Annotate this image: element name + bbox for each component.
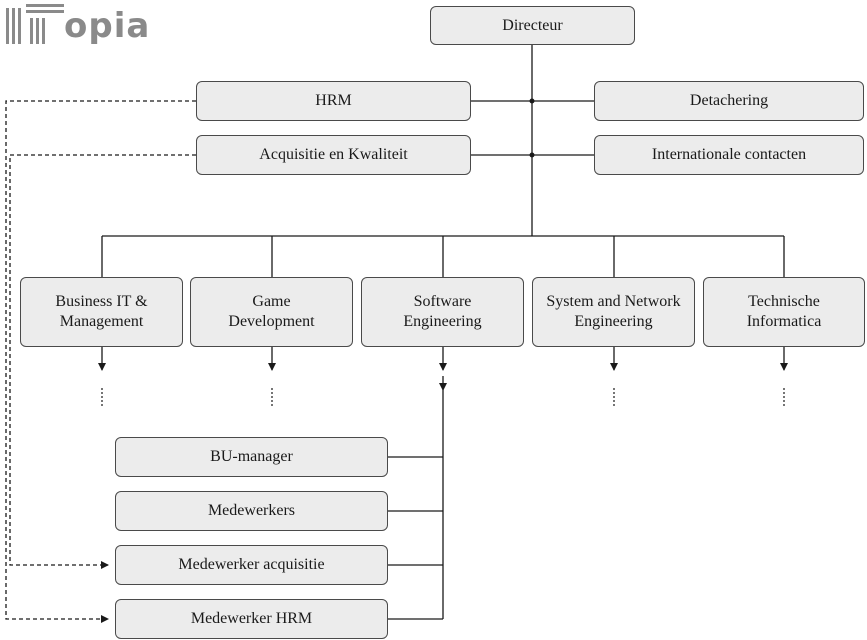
director-box: Directeur: [430, 6, 635, 45]
department-software-engineering: Software Engineering: [361, 277, 524, 347]
topia-logo: opia: [4, 4, 154, 48]
hrm-label: HRM: [315, 92, 352, 109]
role-label: Medewerker acquisitie: [178, 556, 325, 573]
department-label-line1: Software: [413, 293, 472, 310]
internationale-contacten-label: Internationale contacten: [651, 146, 807, 163]
department-business-it: Business IT & Management: [20, 277, 183, 347]
acquisitie-box: Acquisitie en Kwaliteit: [196, 135, 471, 175]
director-label: Directeur: [502, 16, 563, 34]
logo-text: opia: [64, 6, 151, 46]
detachering-label: Detachering: [689, 92, 769, 109]
junction-dot: [529, 152, 535, 158]
role-medewerker-acquisitie: Medewerker acquisitie: [115, 545, 388, 585]
department-label-line2: Management: [59, 313, 144, 330]
hrm-box: HRM: [196, 81, 471, 121]
role-label: Medewerkers: [207, 502, 296, 519]
department-game-development: Game Development: [190, 277, 353, 347]
role-label: Medewerker HRM: [190, 610, 313, 627]
role-label: BU-manager: [210, 448, 293, 465]
department-label-line2: Engineering: [574, 313, 653, 330]
department-label-line2: Engineering: [403, 313, 482, 330]
department-label-line2: Informatica: [746, 313, 822, 330]
role-medewerkers: Medewerkers: [115, 491, 388, 531]
dashed-link-acquisitie: [9, 154, 196, 569]
department-label-line1: System and Network: [546, 293, 681, 310]
role-bu-manager: BU-manager: [115, 437, 388, 477]
department-label-line1: Game: [252, 293, 291, 310]
junction-dot: [529, 98, 535, 104]
department-label-line1: Technische: [748, 293, 820, 310]
pillars-logo-icon: [6, 4, 64, 44]
department-label-line2: Development: [228, 313, 315, 330]
department-technische-informatica: Technische Informatica: [703, 277, 865, 347]
department-system-network: System and Network Engineering: [532, 277, 695, 347]
role-medewerker-hrm: Medewerker HRM: [115, 599, 388, 639]
internationale-contacten-box: Internationale contacten: [594, 135, 864, 175]
dashed-link-hrm: [5, 100, 196, 623]
department-label-line1: Business IT &: [55, 293, 148, 310]
detachering-box: Detachering: [594, 81, 864, 121]
acquisitie-label: Acquisitie en Kwaliteit: [259, 146, 408, 163]
